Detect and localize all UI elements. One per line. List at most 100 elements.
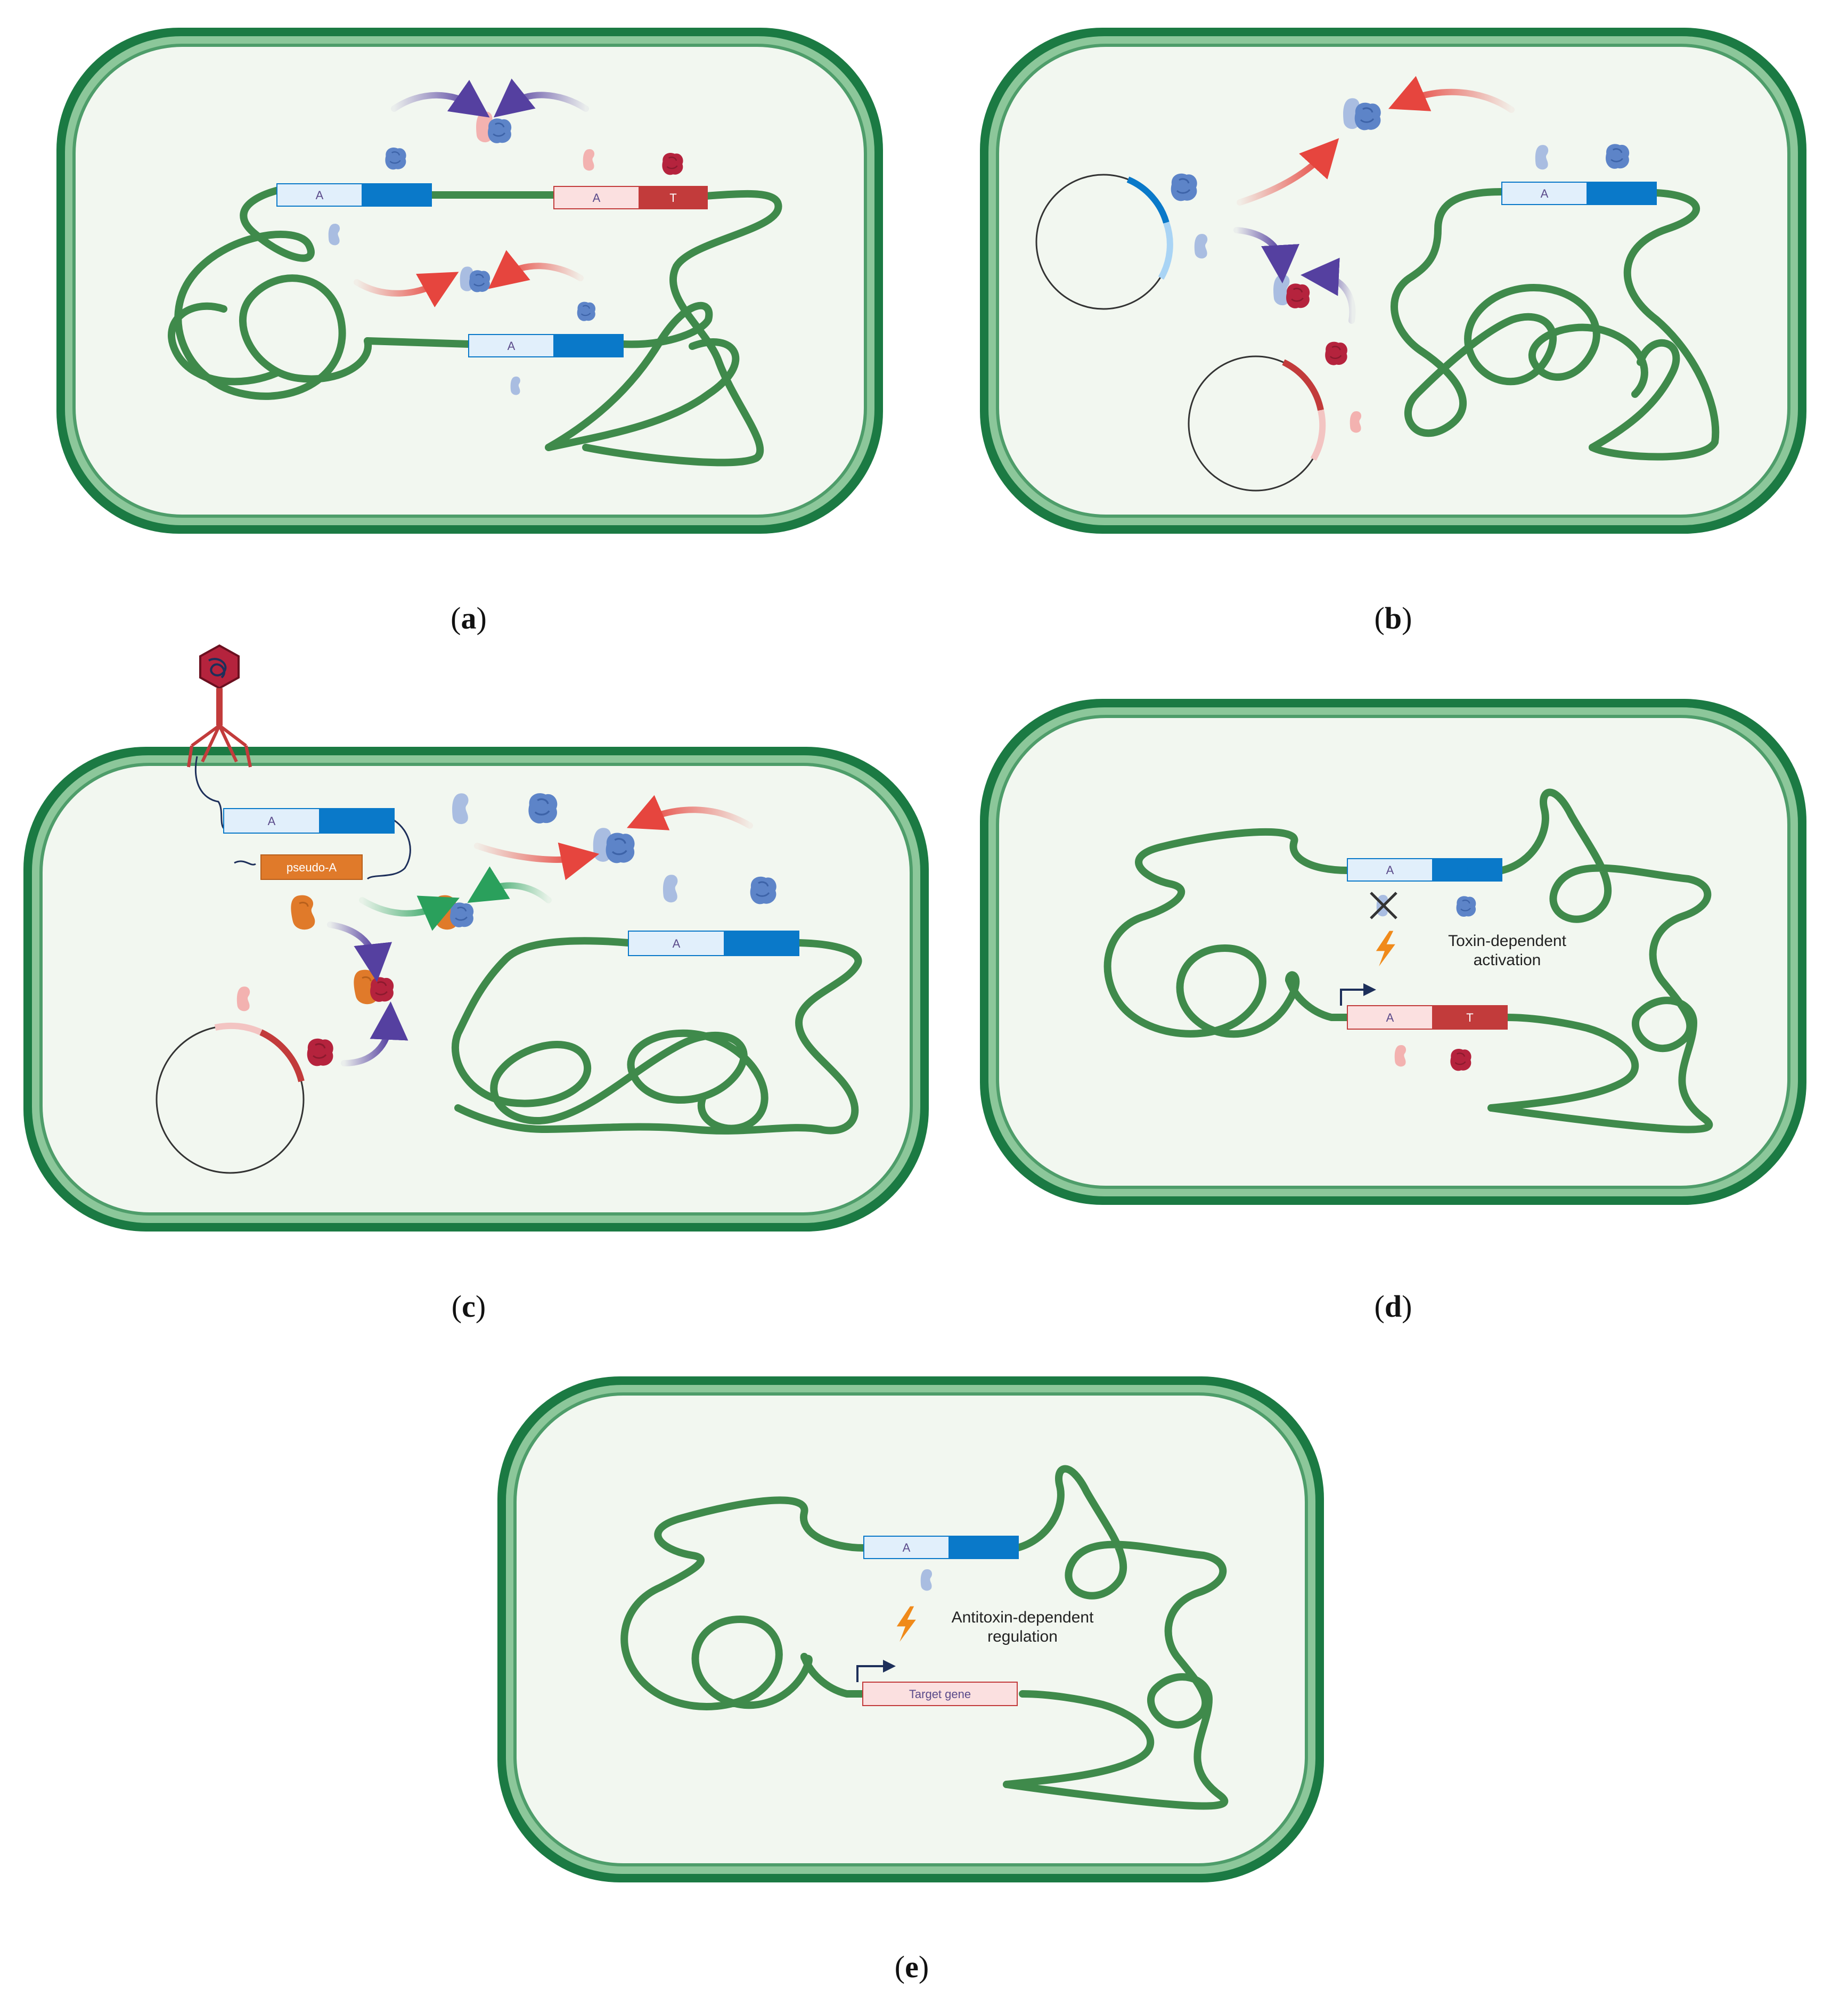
binding-arrow <box>493 78 589 118</box>
toxin-gene <box>319 808 395 834</box>
toxin-gene <box>1432 1005 1508 1030</box>
toxin-gene <box>639 186 708 209</box>
arrows <box>354 78 589 307</box>
toxin-protein <box>661 152 684 176</box>
antitoxin-gene-label: A <box>316 189 324 202</box>
chromosome <box>1103 788 1713 1134</box>
toxin-protein <box>1324 341 1348 366</box>
binding-arrow <box>1233 227 1299 283</box>
toxin-gene <box>1432 858 1502 882</box>
antitoxin-gene-label: A <box>903 1541 911 1554</box>
promoter-arrow <box>856 1660 896 1682</box>
antitoxin-gene-label: A <box>1541 187 1549 200</box>
binding-arrow <box>391 79 490 118</box>
cell-membrane <box>980 28 1806 534</box>
toxin-protein <box>1170 173 1198 202</box>
panel-e: A T Target gene Antitoxin-dependent regu… <box>497 1376 1324 1984</box>
pseudo-antitoxin-gene: pseudo-A <box>260 854 363 880</box>
toxin-gene <box>553 334 624 357</box>
antitoxin-gene <box>628 931 725 956</box>
binding-arrow <box>359 895 460 931</box>
pseudo-antitoxin-protein <box>290 894 316 931</box>
cell-membrane <box>497 1376 1324 1882</box>
toxin-gene <box>724 931 799 956</box>
phage-ta-locus: A T <box>223 808 395 834</box>
binding-arrow <box>1388 76 1515 113</box>
toxin-protein <box>1605 143 1630 170</box>
plasmid-toxin <box>1035 174 1173 310</box>
binding-arrow <box>488 250 584 289</box>
binding-arrow <box>354 272 459 307</box>
binding-arrow <box>467 866 552 903</box>
bacteriophage <box>187 644 252 768</box>
binding-arrow <box>474 842 600 880</box>
chromosome <box>1391 188 1720 461</box>
toxin-protein <box>576 301 596 322</box>
chromosome <box>168 186 782 467</box>
ta-locus-3: A T <box>468 334 624 357</box>
antitoxin-gene-label: A <box>593 191 601 205</box>
ta-locus-bottom: A T <box>1347 1005 1508 1030</box>
panel-c: A T pseudo-A A T <box>23 644 929 1324</box>
antitoxin-gene <box>276 183 363 207</box>
binding-arrow <box>327 922 393 982</box>
toxin-gene-label: T <box>758 937 765 950</box>
arrows <box>327 795 753 1066</box>
antitoxin-gene <box>1347 1005 1433 1030</box>
cross-mark <box>1370 892 1397 919</box>
panel-b: A T (b) <box>980 28 1806 635</box>
antitoxin-dependent-text-2: regulation <box>987 1628 1058 1645</box>
plasmid <box>156 1022 305 1174</box>
ta-locus: A T <box>863 1536 1019 1559</box>
toxin-protein <box>527 792 559 825</box>
target-gene: Target gene <box>862 1682 1018 1706</box>
toxin-gene-label: T <box>980 1541 987 1554</box>
toxin-dependent-text-2: activation <box>1474 951 1541 969</box>
toxin-protein <box>749 876 778 905</box>
ta-locus-1: A T <box>276 183 432 207</box>
toxin-gene-label: T <box>353 814 360 828</box>
blocked-antitoxin <box>1370 892 1397 919</box>
toxin-gene-label: T <box>393 189 400 202</box>
antitoxin-gene-label: A <box>673 937 681 950</box>
caption-e: (e) <box>895 1950 929 1984</box>
binding-arrow <box>341 1001 408 1066</box>
ta-locus-top: A T <box>1347 858 1502 882</box>
cell-membrane <box>980 699 1806 1205</box>
chromosome <box>620 1465 1229 1810</box>
panel-d: A T A T Toxin-dependent activation (d) <box>980 699 1806 1324</box>
caption-a: (a) <box>451 601 487 635</box>
chromosome <box>452 937 862 1135</box>
toxin-gene <box>362 183 432 207</box>
toxin-gene-label: T <box>1463 863 1470 877</box>
ta-locus-2: A T <box>553 186 708 209</box>
toxin-protein <box>385 146 407 170</box>
toxin-protein <box>1455 895 1477 918</box>
cell-membrane <box>23 747 929 1232</box>
toxin-gene <box>1587 182 1657 205</box>
caption-d: (d) <box>1375 1289 1412 1324</box>
antitoxin-gene <box>1501 182 1588 205</box>
target-gene-label: Target gene <box>909 1687 971 1701</box>
antitoxin-gene <box>1347 858 1433 882</box>
antitoxin-gene-label: A <box>1386 1011 1394 1024</box>
toxin-protein <box>1450 1048 1472 1072</box>
ta-locus: A T <box>1501 182 1657 205</box>
promoter-arrow <box>1340 983 1376 1006</box>
caption-c: (c) <box>452 1289 486 1324</box>
toxin-gene-label: T <box>1618 187 1625 200</box>
toxin-gene <box>948 1536 1019 1559</box>
toxin-protein <box>306 1038 334 1067</box>
arrows <box>1233 76 1515 324</box>
chromosome-ta-locus: A T <box>628 931 799 956</box>
toxin-gene-label: T <box>669 191 676 205</box>
binding-arrow <box>1301 257 1356 324</box>
antitoxin-dependent-text-1: Antitoxin-dependent <box>952 1609 1094 1626</box>
toxin-gene-label: T <box>1466 1011 1473 1024</box>
pseudo-antitoxin-label: pseudo-A <box>287 861 337 874</box>
antitoxin-gene-label: A <box>508 339 516 353</box>
toxin-gene-label: T <box>585 339 592 353</box>
antitoxin-gene-label: A <box>268 814 276 828</box>
toxin-dependent-text-1: Toxin-dependent <box>1448 932 1567 950</box>
